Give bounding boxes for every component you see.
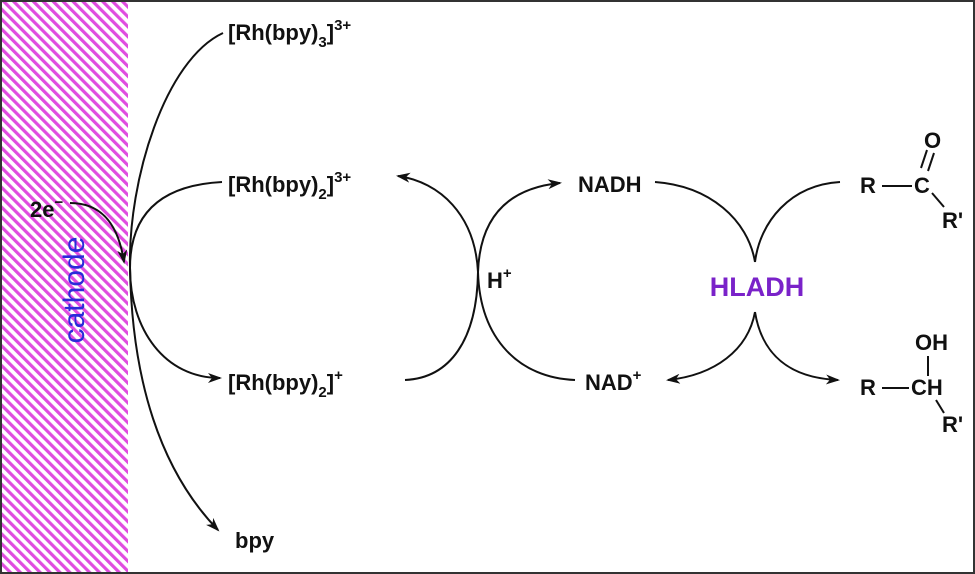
nadh-label: NADH — [578, 172, 642, 197]
electron-transfer-arrow — [69, 202, 128, 264]
proton-label: H+ — [487, 265, 512, 293]
rh-bpy2-red-oxidation-arc — [404, 271, 479, 381]
cathode-electrode — [0, 0, 128, 574]
electron-label: 2e− — [30, 194, 63, 222]
ketone-consumption-arc — [754, 181, 841, 263]
nad-label: NAD+ — [585, 367, 642, 395]
rh-bpy2-reduced-label: [Rh(bpy)2]+ — [228, 367, 343, 401]
alcohol-formation-arrow — [754, 311, 840, 385]
alcohol-structure: OH R CH R' — [860, 330, 963, 437]
ketone-oxygen-label: O — [924, 128, 941, 153]
rh-bpy3-label: [Rh(bpy)3]3+ — [228, 17, 351, 51]
nad-formation-arrow — [666, 311, 756, 384]
alcohol-ch-label: CH — [911, 375, 943, 400]
bpy-release-arrow — [129, 267, 220, 532]
to-rh-bpy2-red-arrow — [129, 267, 222, 383]
ketone-structure: R C O R' — [860, 128, 963, 233]
nadh-oxidation-arc — [654, 181, 756, 263]
nad-reduction-arc — [477, 271, 576, 381]
bpy-label: bpy — [235, 528, 275, 553]
alcohol-r-prime-label: R' — [942, 412, 963, 437]
from-rh-bpy2-ox-arc — [129, 181, 223, 269]
ketone-carbon-label: C — [914, 173, 930, 198]
alcohol-r-label: R — [860, 375, 876, 400]
rh-bpy2-ox-regeneration-arrow — [396, 172, 479, 273]
ketone-r-prime-label: R' — [942, 208, 963, 233]
rh-bpy2-oxidized-label: [Rh(bpy)2]3+ — [228, 169, 351, 203]
enzyme-label: HLADH — [710, 272, 805, 302]
alcohol-oh-label: OH — [915, 330, 948, 355]
nadh-formation-arrow — [477, 179, 562, 273]
rh-bpy3-reduction-arrow — [128, 32, 224, 269]
ketone-r-label: R — [860, 173, 876, 198]
cathode-label: cathode — [58, 237, 91, 344]
